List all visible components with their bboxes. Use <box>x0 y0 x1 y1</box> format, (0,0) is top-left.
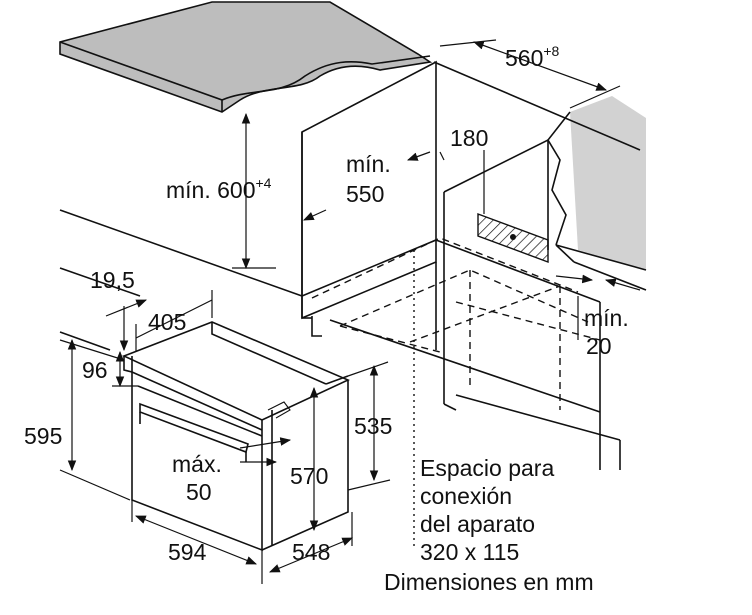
note-connection-line2: conexión <box>420 483 512 509</box>
label-min-550-line1: mín. <box>346 151 391 177</box>
right-cabinet <box>443 138 549 411</box>
label-min-20-line2: 20 <box>586 333 612 359</box>
note-connection-line4: 320 x 115 <box>420 539 519 565</box>
label-max-50-line2: 50 <box>186 479 212 505</box>
label-595: 595 <box>24 423 62 449</box>
label-535: 535 <box>354 413 392 439</box>
label-min-550-line2: 550 <box>346 181 384 207</box>
note-units: Dimensiones en mm <box>384 569 594 595</box>
connection-box <box>413 212 549 548</box>
dimension-lines <box>59 39 641 584</box>
label-19-5: 19,5 <box>90 267 135 293</box>
label-548: 548 <box>292 539 330 565</box>
label-min-600: mín. 600+4 <box>166 175 272 203</box>
note-connection-line3: del aparato <box>420 511 535 537</box>
installation-space-dashed <box>311 237 601 410</box>
label-570: 570 <box>290 463 328 489</box>
label-min-20-line1: mín. <box>584 305 629 331</box>
label-max-50-line1: máx. <box>172 451 222 477</box>
right-wall <box>433 61 647 291</box>
label-96: 96 <box>82 357 108 383</box>
label-405: 405 <box>148 309 186 335</box>
note-connection-line1: Espacio para <box>420 455 554 481</box>
oven <box>121 321 350 552</box>
label-180: 180 <box>450 125 488 151</box>
label-560: 560+8 <box>505 43 560 71</box>
label-594: 594 <box>168 539 207 565</box>
countertop <box>59 1 433 113</box>
